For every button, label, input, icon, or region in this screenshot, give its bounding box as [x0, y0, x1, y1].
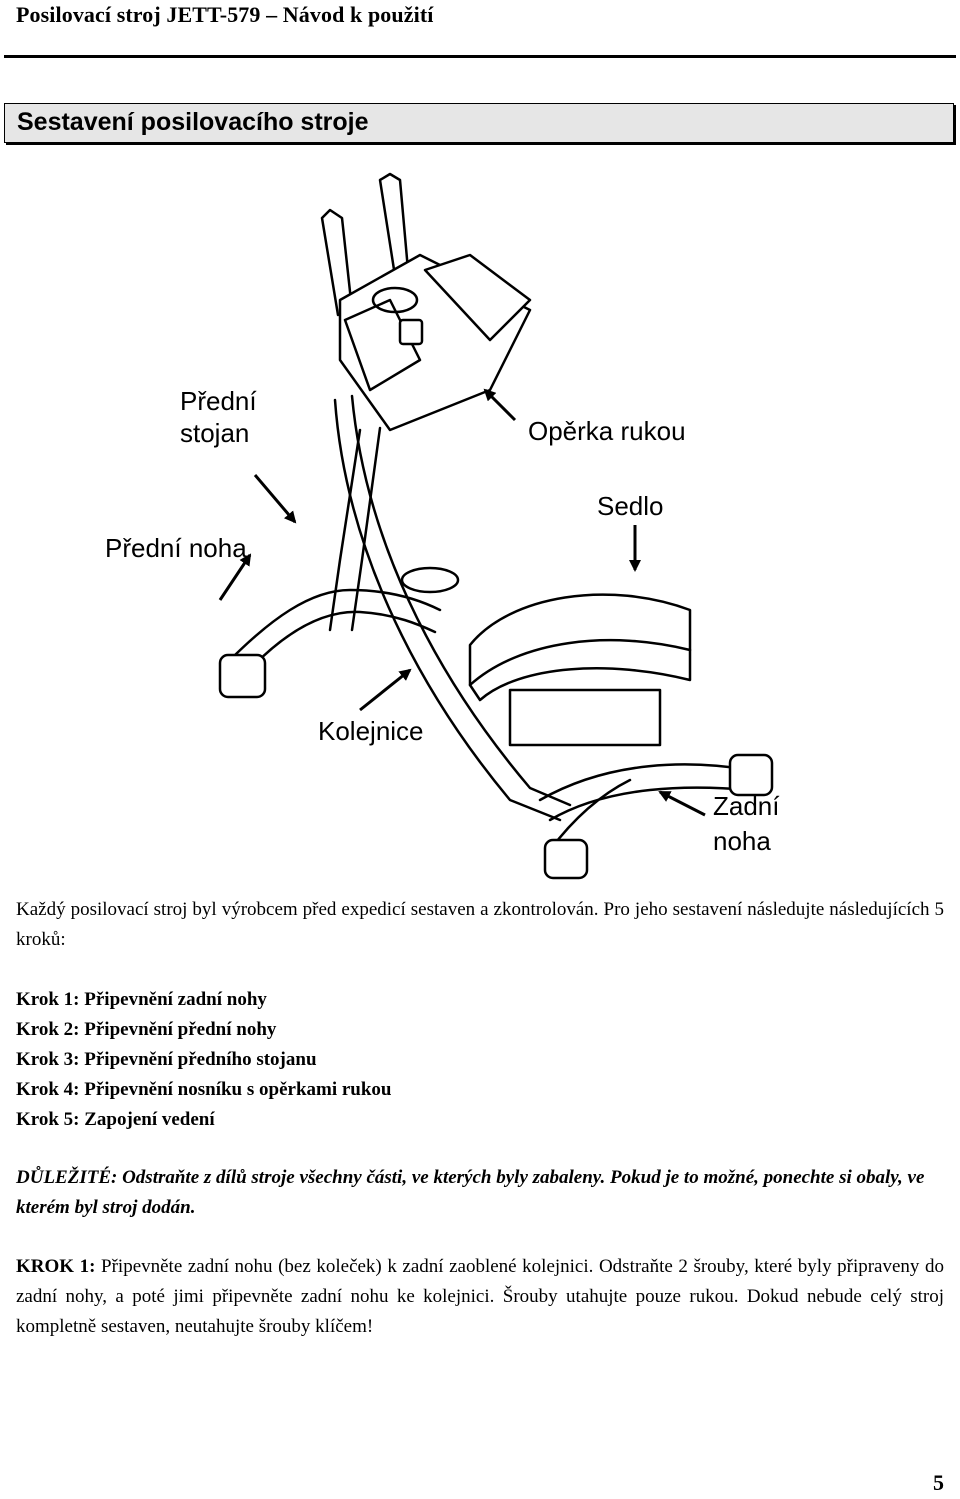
step-item: Krok 4: Připevnění nosníku s opěrkami ru…: [16, 1079, 392, 1100]
step-item: Krok 3: Připevnění předního stojanu: [16, 1049, 317, 1070]
section-title: Sestavení posilovacího stroje: [17, 108, 369, 136]
label-front-leg: Přední noha: [105, 533, 247, 563]
step-item: Krok 5: Zapojení vedení: [16, 1109, 215, 1130]
steps-list: Krok 1: Připevnění zadní nohy Krok 2: Př…: [16, 985, 944, 1135]
machine-diagram: Přední stojan Přední noha Opěrka rukou S…: [90, 160, 890, 895]
label-seat: Sedlo: [597, 491, 664, 521]
label-rear-leg-line2: noha: [713, 826, 771, 856]
step1-label: KROK 1:: [16, 1256, 96, 1277]
page-header-title: Posilovací stroj JETT-579 – Návod k použ…: [16, 2, 434, 27]
step1-text: Připevněte zadní nohu (bez koleček) k za…: [16, 1256, 944, 1337]
header-rule: [4, 55, 956, 58]
step-item: Krok 2: Připevnění přední nohy: [16, 1019, 277, 1040]
important-notice: DŮLEŽITÉ: Odstraňte z dílů stroje všechn…: [16, 1167, 925, 1218]
step1-paragraph: KROK 1: Připevněte zadní nohu (bez koleč…: [16, 1252, 944, 1342]
label-armrest: Opěrka rukou: [528, 416, 686, 446]
label-rail: Kolejnice: [318, 716, 424, 746]
label-rear-leg-line1: Zadní: [713, 791, 780, 821]
page-number: 5: [933, 1470, 944, 1495]
machine-illustration: Přední stojan Přední noha Opěrka rukou S…: [105, 172, 780, 880]
label-front-stand-line2: stojan: [180, 418, 249, 448]
intro-paragraph: Každý posilovací stroj byl výrobcem před…: [16, 899, 944, 950]
section-heading-box: Sestavení posilovacího stroje: [4, 103, 954, 143]
label-front-stand-line1: Přední: [180, 386, 257, 416]
step-item: Krok 1: Připevnění zadní nohy: [16, 989, 267, 1010]
